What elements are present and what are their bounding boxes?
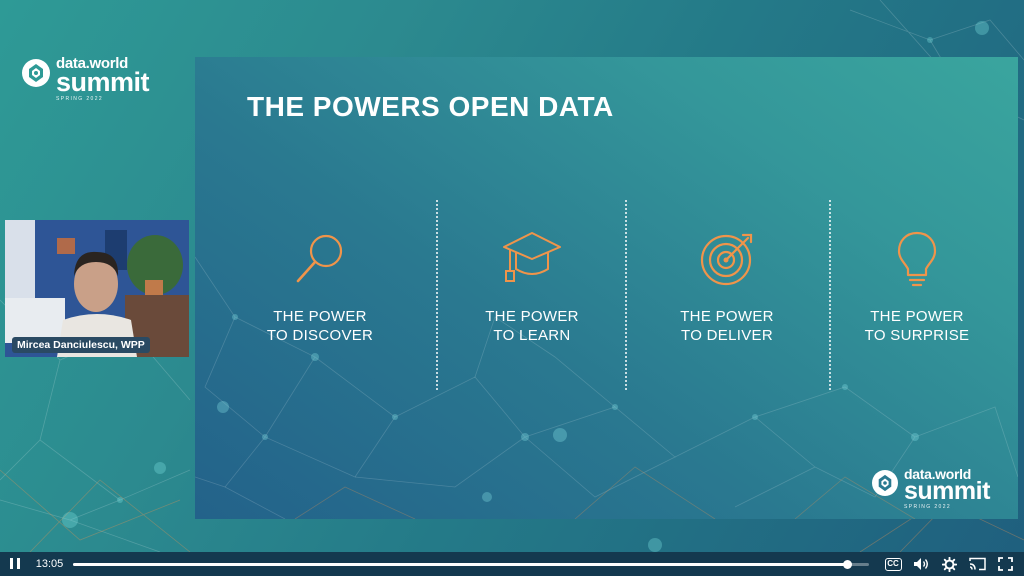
- power-surprise: THE POWER TO SURPRISE: [832, 227, 1002, 345]
- slide-network-pattern: [195, 256, 1018, 519]
- speaker-name-label: Mircea Danciulescu, WPP: [12, 337, 150, 353]
- logo-brand-sub: SPRING 2022: [56, 96, 104, 102]
- logo-brand-sub: SPRING 2022: [904, 504, 952, 510]
- progress-bar[interactable]: [73, 559, 869, 569]
- power-label-line2: TO LEARN: [493, 327, 571, 344]
- power-label-line2: TO SURPRISE: [864, 327, 970, 344]
- power-label-line2: TO DISCOVER: [266, 327, 374, 344]
- webcam-video-frame: [5, 220, 189, 357]
- slide-title: THE POWERS OPEN DATA: [247, 91, 614, 122]
- graduation-cap-icon: [503, 232, 561, 282]
- power-discover: THE POWER TO DISCOVER: [235, 227, 405, 345]
- video-control-bar: 13:05 CC: [0, 552, 1024, 576]
- power-label-line1: THE POWER: [870, 308, 964, 325]
- logo-brand-top: data.world: [56, 55, 129, 72]
- target-icon: [700, 233, 753, 286]
- progress-handle[interactable]: [843, 559, 852, 569]
- column-divider: [829, 200, 831, 390]
- fullscreen-icon[interactable]: [996, 556, 1014, 572]
- magnifying-glass-icon: [296, 234, 343, 283]
- closed-captions-icon[interactable]: CC: [884, 556, 902, 572]
- power-learn: THE POWER TO LEARN: [447, 227, 617, 345]
- logo-brand-main: summit: [56, 67, 150, 97]
- column-divider: [625, 200, 627, 390]
- speaker-webcam: Mircea Danciulescu, WPP: [5, 220, 189, 357]
- logo-brand-top: data.world: [904, 466, 972, 482]
- pause-icon[interactable]: [8, 557, 24, 571]
- power-label-line1: THE POWER: [485, 308, 579, 325]
- cc-label: CC: [884, 557, 902, 571]
- power-label-line1: THE POWER: [273, 308, 367, 325]
- summit-logo: data.world summit SPRING 2022: [22, 55, 150, 102]
- volume-icon[interactable]: [912, 556, 930, 572]
- progress-fill: [73, 562, 848, 566]
- current-time: 13:05: [35, 558, 64, 570]
- power-label-line1: THE POWER: [680, 308, 774, 325]
- settings-icon[interactable]: [940, 556, 958, 572]
- data-world-logo-icon: [872, 470, 898, 496]
- cast-icon[interactable]: [968, 556, 986, 572]
- presentation-slide: THE POWERS OPEN DATA THE POWER TO DISCOV…: [195, 57, 1018, 519]
- lightbulb-icon: [897, 231, 937, 287]
- power-label-line2: TO DELIVER: [681, 327, 773, 344]
- slide-summit-logo: data.world summit SPRING 2022: [872, 467, 990, 510]
- data-world-logo-icon: [22, 59, 50, 87]
- logo-brand-main: summit: [904, 477, 990, 505]
- column-divider: [436, 200, 438, 390]
- power-deliver: THE POWER TO DELIVER: [642, 227, 812, 345]
